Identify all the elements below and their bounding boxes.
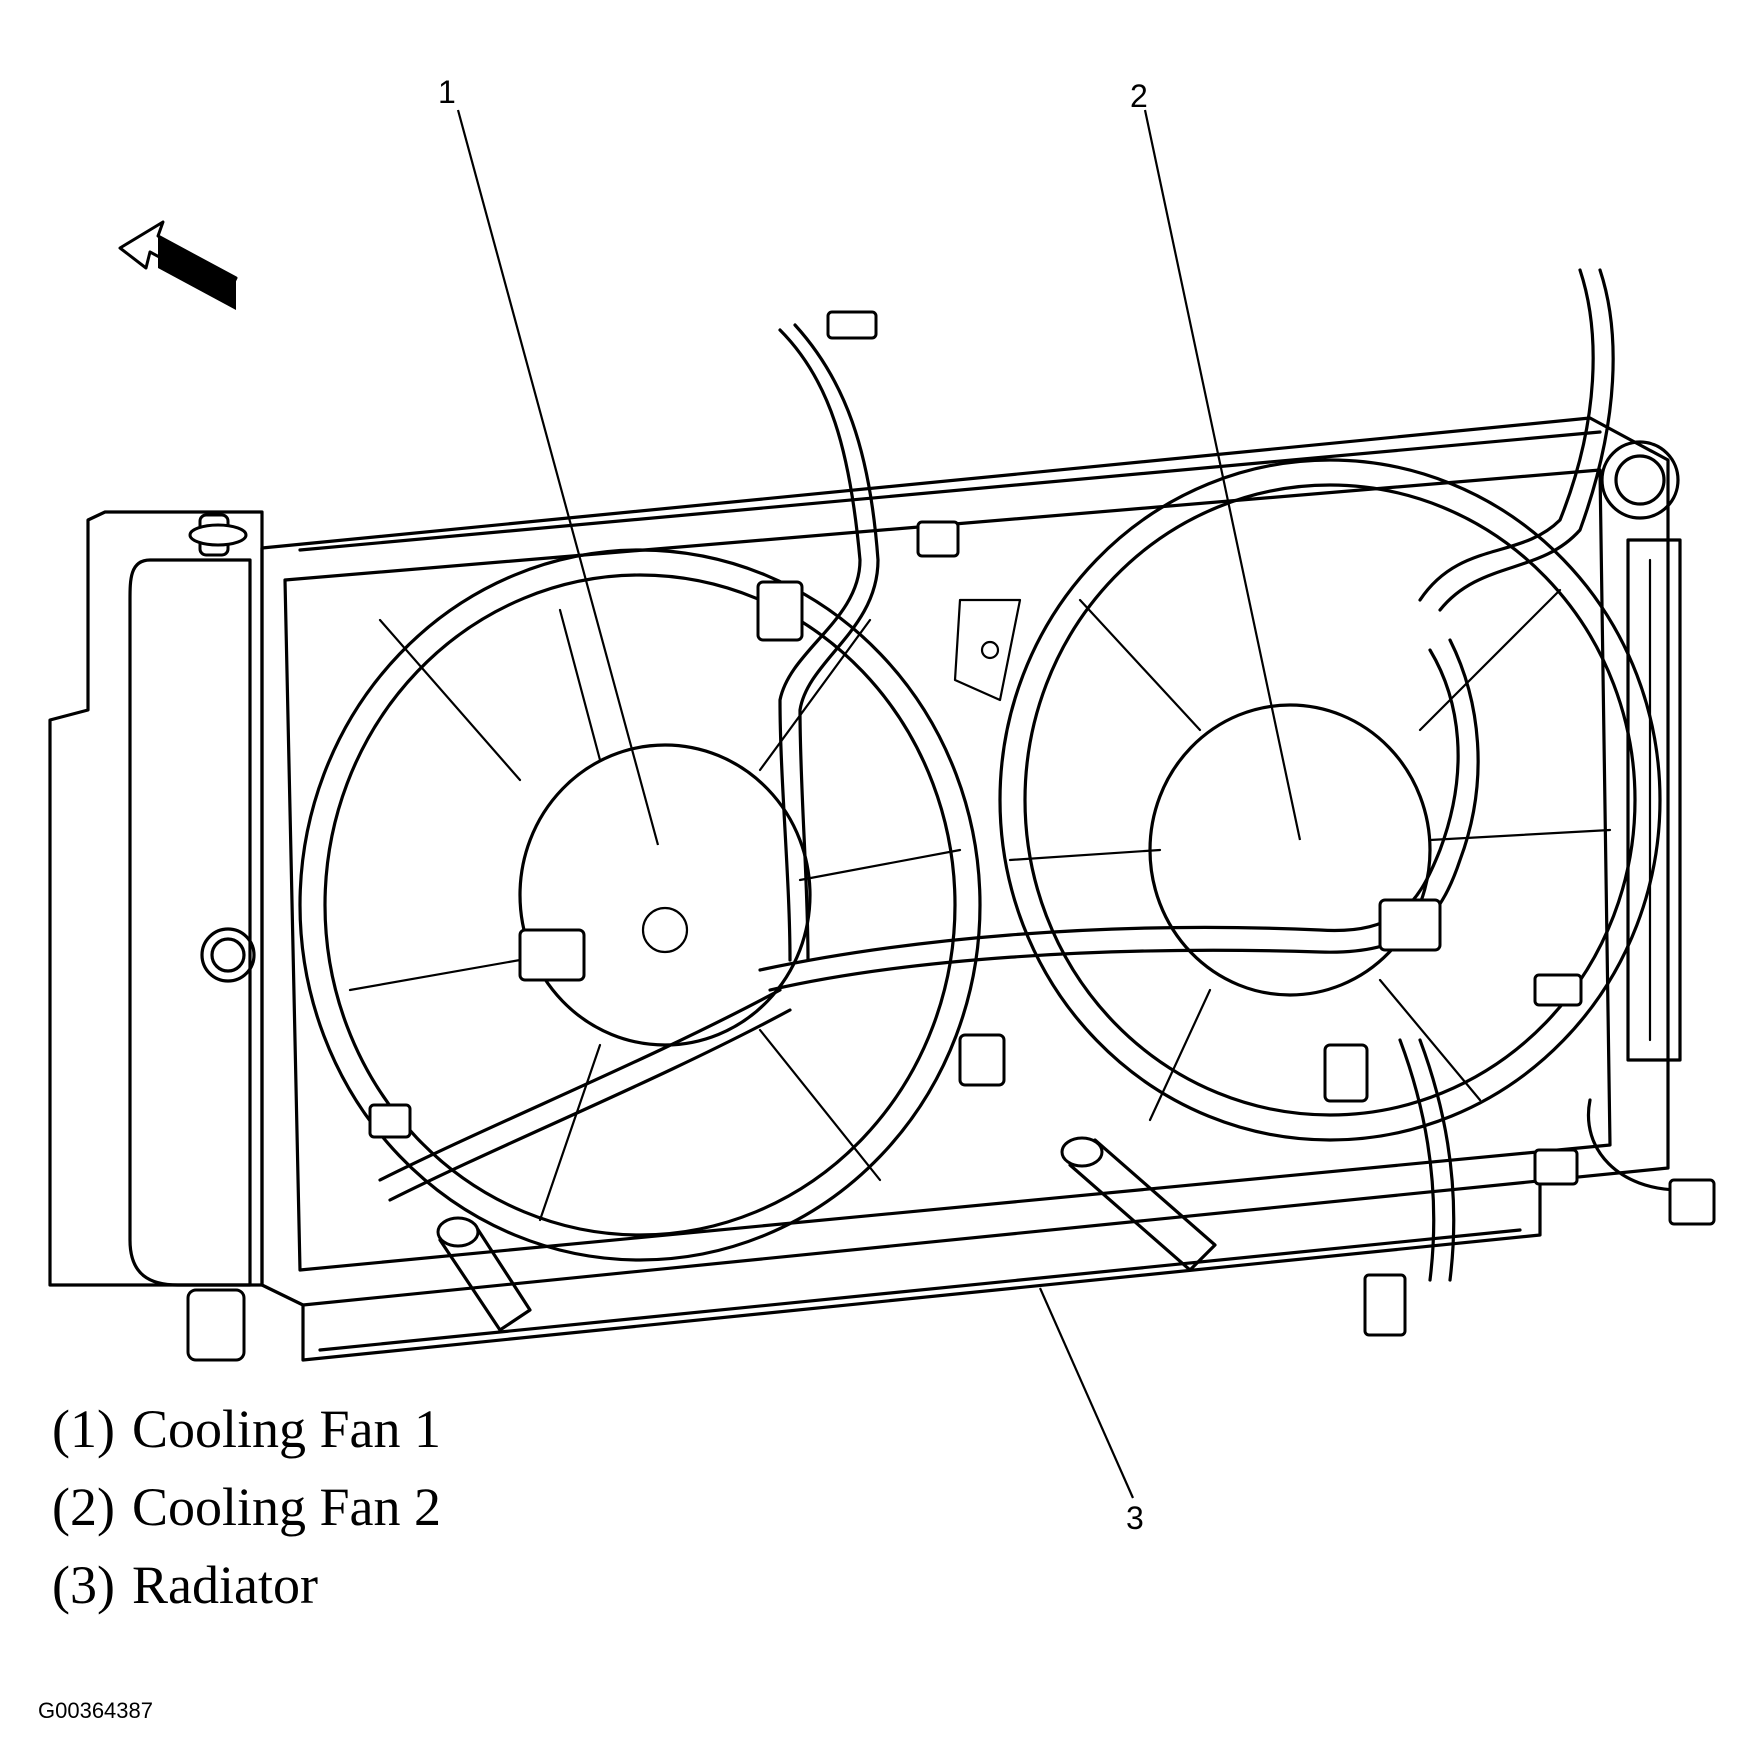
- leader-line-2: [1143, 109, 1302, 841]
- leader-line-3: [1038, 1287, 1135, 1499]
- connector-icon: [1533, 1148, 1579, 1186]
- legend-item: (2) Cooling Fan 2: [52, 1480, 441, 1558]
- connector-icon: [368, 1103, 412, 1139]
- cooling-fan-1: [298, 548, 982, 1262]
- legend-number: (3): [52, 1555, 115, 1615]
- connector-icon: [958, 1033, 1006, 1087]
- connector-icon: [756, 580, 804, 642]
- radiator-left-tank: [48, 510, 264, 1362]
- figure-id: G00364387: [38, 1698, 153, 1723]
- callout-2: 2: [1130, 78, 1148, 114]
- legend-number: (2): [52, 1477, 115, 1537]
- legend-item: (1) Cooling Fan 1: [52, 1402, 441, 1480]
- connectors: [368, 310, 1716, 1337]
- legend-text: Radiator: [132, 1555, 318, 1615]
- connector-icon: [1363, 1273, 1407, 1337]
- connector-icon: [1323, 1043, 1369, 1103]
- callout-3: 3: [1126, 1500, 1144, 1536]
- callout-1: 1: [438, 74, 456, 110]
- connector-icon: [826, 310, 878, 340]
- legend-item: (3) Radiator: [52, 1558, 441, 1636]
- legend: (1) Cooling Fan 1 (2) Cooling Fan 2 (3) Rad…: [52, 1402, 441, 1636]
- legend-number: (1): [52, 1399, 115, 1459]
- connector-icon: [1668, 1178, 1716, 1226]
- connector-icon: [518, 928, 586, 982]
- hoses: [436, 440, 1680, 1332]
- legend-text: Cooling Fan 1: [132, 1399, 442, 1459]
- connector-icon: [1533, 973, 1583, 1007]
- wiring-harness: [378, 268, 1682, 1282]
- leader-line-1: [456, 109, 660, 846]
- connector-icon: [916, 520, 960, 558]
- legend-text: Cooling Fan 2: [132, 1477, 442, 1537]
- cooling-fan-2: [998, 458, 1662, 1142]
- direction-arrow-icon: [118, 220, 238, 310]
- connector-icon: [1378, 898, 1442, 952]
